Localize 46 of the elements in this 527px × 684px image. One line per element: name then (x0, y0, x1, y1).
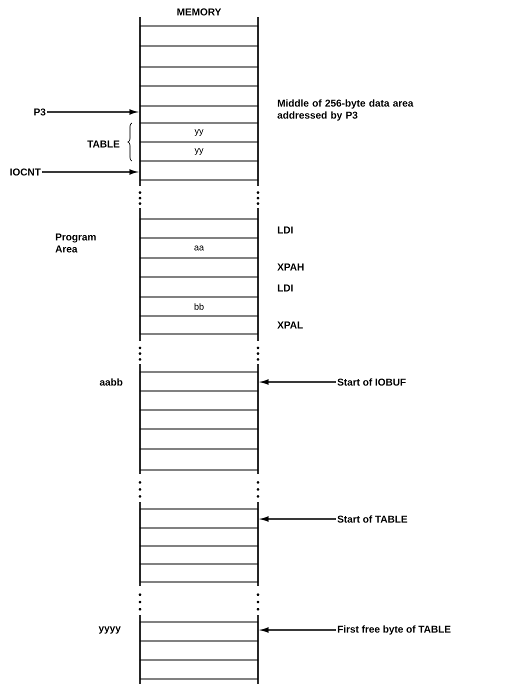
memory-cell (139, 527, 259, 547)
memory-cell (139, 257, 259, 278)
pointer-label: Start of TABLE (338, 515, 408, 523)
memory-cell (139, 315, 259, 335)
memory-cell (139, 105, 259, 124)
annotation: XPAH (277, 264, 304, 270)
memory-cell (139, 25, 259, 47)
memory-cell: aa (139, 237, 259, 259)
memory-cell (139, 371, 259, 392)
pointer-label: IOCNT (10, 168, 41, 176)
arrow (42, 169, 137, 175)
annotation: Program Area (55, 234, 96, 252)
annotation: LDI (278, 284, 293, 292)
memory-cell (139, 390, 259, 411)
memory-cell (139, 85, 259, 107)
memory-cell (139, 659, 259, 680)
memory-cell (139, 621, 259, 642)
pointer-label: Start of IOBUF (338, 378, 406, 386)
memory-cell (139, 563, 259, 583)
memory-cell: yy (139, 122, 259, 143)
arrow (261, 627, 336, 633)
pointer-label: First free byte of TABLE (338, 625, 451, 635)
memory-cell: bb (139, 296, 259, 317)
arrow (261, 516, 336, 522)
memory-cell (139, 640, 259, 661)
memory-cell (139, 545, 259, 565)
annotation: LDI (278, 226, 293, 234)
memory-cell (139, 428, 259, 450)
memory-cell (139, 508, 259, 529)
arrow (47, 109, 137, 115)
memory-cell: yy (139, 141, 259, 162)
memory-cell (139, 218, 259, 239)
pointer-label: P3 (34, 108, 46, 116)
annotation: aabb (100, 378, 122, 386)
annotation: XPAL (277, 322, 303, 328)
memory-cell (139, 160, 259, 181)
arrow (261, 379, 336, 385)
memory-cell (139, 276, 259, 298)
memory-cell (139, 45, 259, 68)
annotation: yyyy (98, 626, 121, 634)
memory-cell (139, 448, 259, 471)
annotation: Middle of 256-byte data area addressed by P3 (278, 99, 414, 121)
memory-cell (139, 66, 259, 87)
title: MEMORY (177, 8, 222, 16)
annotation: TABLE (87, 140, 120, 148)
memory-cell (139, 409, 259, 430)
